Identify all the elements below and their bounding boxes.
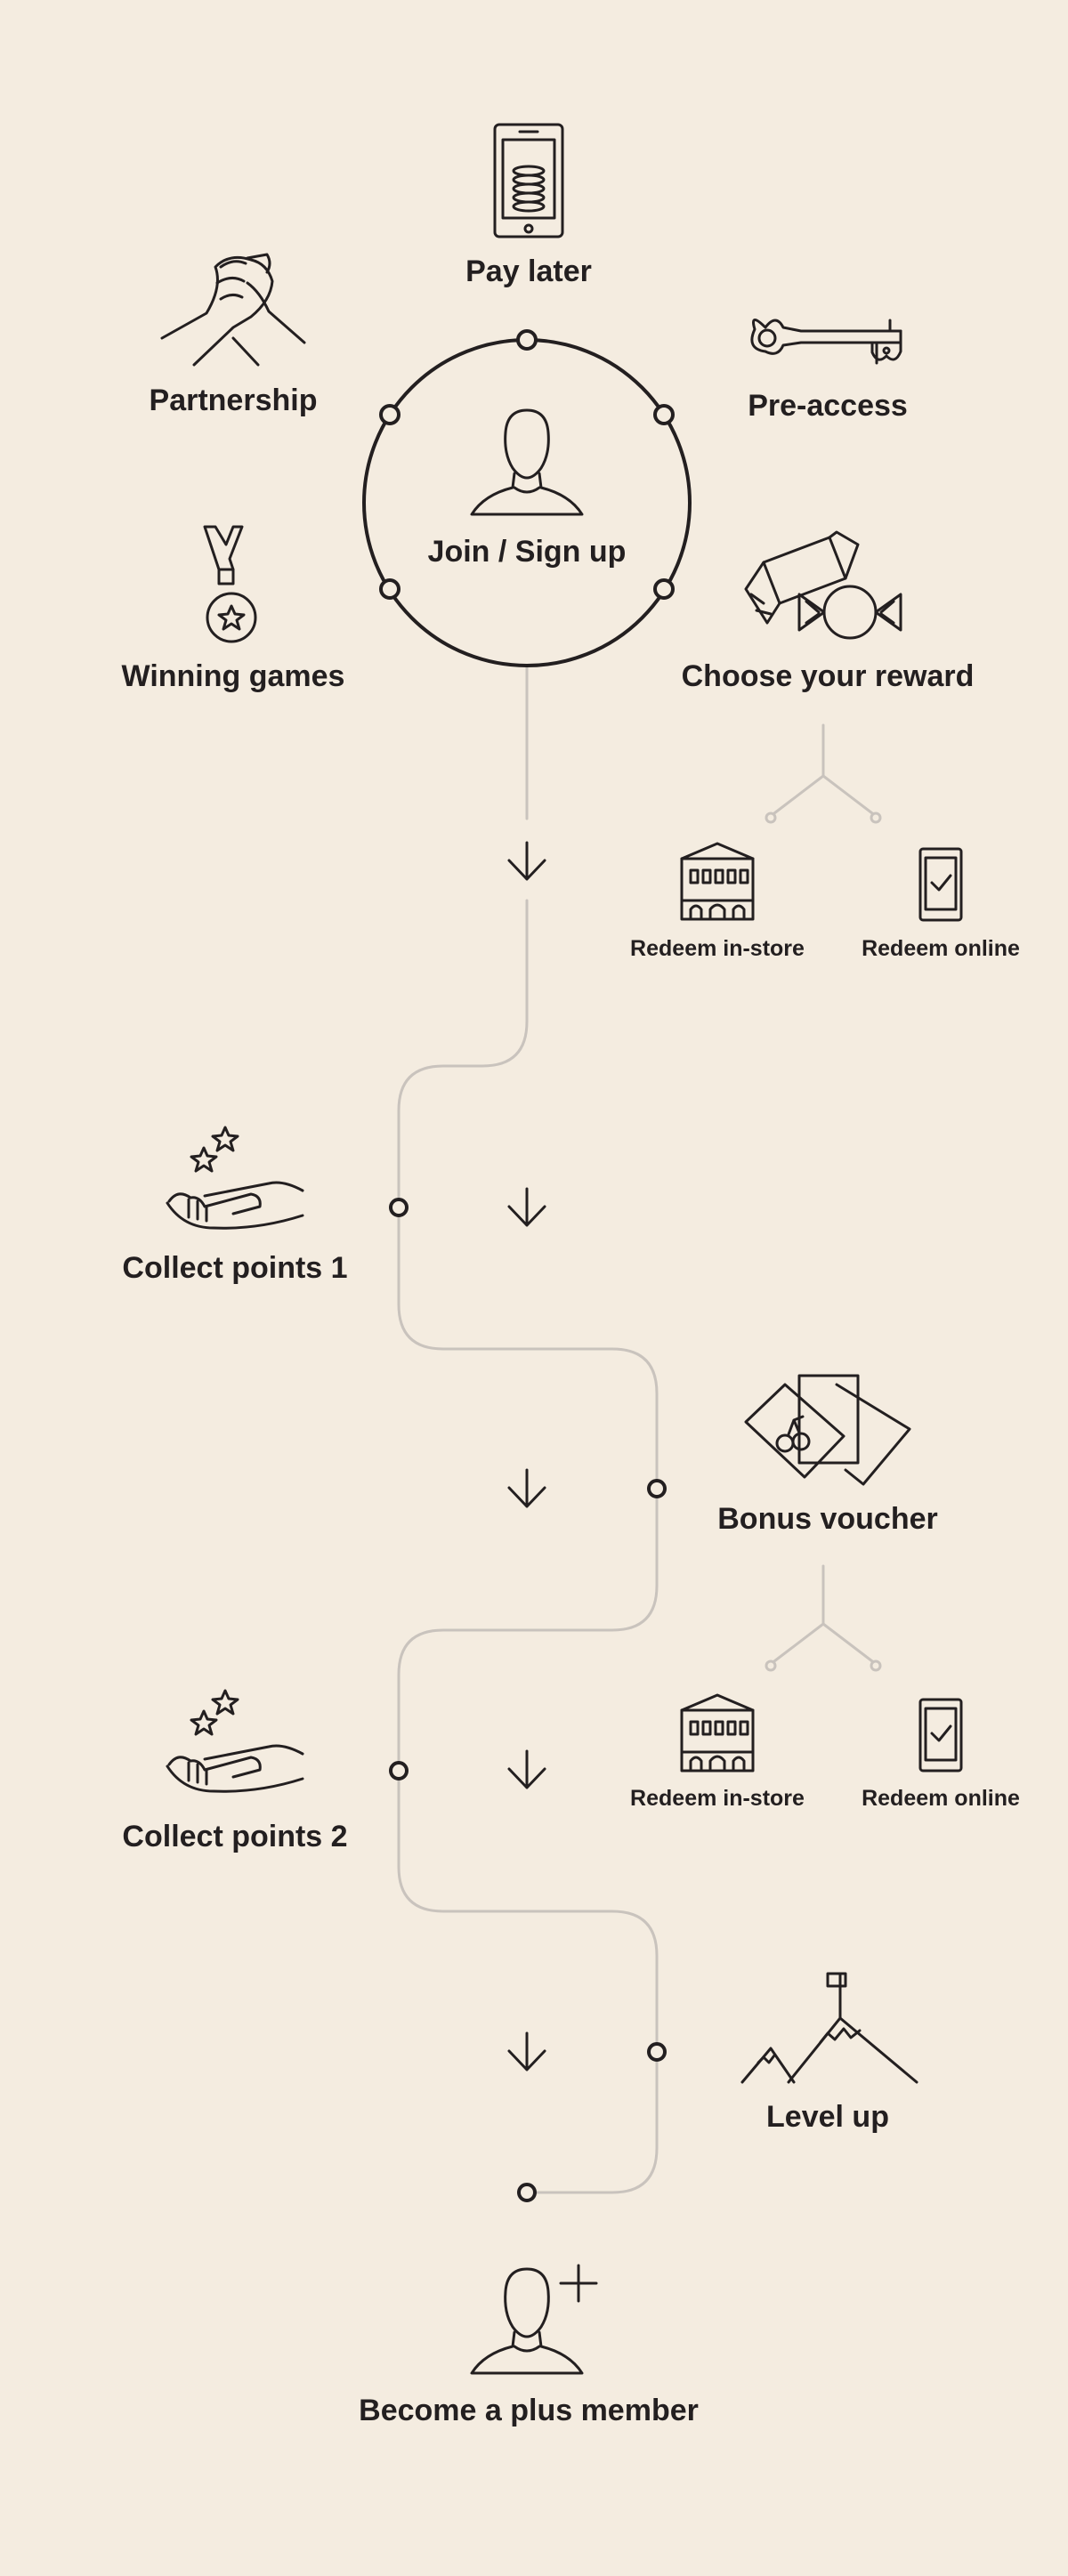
cards-icon [744, 1374, 911, 1486]
become-plus-member-label: Become a plus member [359, 2394, 699, 2427]
redeem-connector [765, 723, 882, 1672]
join-sign-up-label: Join / Sign up [427, 535, 627, 569]
redeem-in-store-label: Redeem in-store [630, 936, 805, 961]
pay-later-label: Pay later [465, 254, 592, 288]
handshake-icon [160, 253, 306, 367]
redeem-online-label: Redeem online [862, 936, 1020, 961]
winning-games-label: Winning games [121, 659, 345, 693]
medal-icon [203, 525, 257, 643]
phone-coins-icon [493, 123, 564, 238]
mobile-check-icon-2 [918, 1698, 963, 1773]
join-circle [362, 338, 692, 667]
circle-nodes [379, 329, 675, 600]
hand-stars-icon-2 [166, 1689, 304, 1793]
hand-stars-icon [166, 1126, 304, 1230]
journey-path [397, 664, 659, 2194]
redeem-online-label-2: Redeem online [862, 1786, 1020, 1811]
partnership-label: Partnership [149, 384, 318, 417]
person-icon [470, 408, 584, 516]
store-icon [680, 842, 755, 921]
collect-points-2-label: Collect points 2 [122, 1820, 348, 1853]
path-nodes [389, 1198, 667, 2202]
candy-icon [744, 530, 902, 640]
store-icon-2 [680, 1693, 755, 1773]
mobile-check-icon [918, 847, 963, 922]
bonus-voucher-label: Bonus voucher [717, 1502, 938, 1536]
key-icon [750, 319, 902, 365]
level-up-label: Level up [766, 2100, 889, 2134]
pre-access-label: Pre-access [748, 389, 908, 423]
arrow-down-icon [507, 841, 546, 2071]
redeem-in-store-label-2: Redeem in-store [630, 1786, 805, 1811]
mountain-flag-icon [740, 1972, 918, 2084]
collect-points-1-label: Collect points 1 [122, 1251, 348, 1285]
person-plus-icon [470, 2264, 598, 2375]
choose-reward-label: Choose your reward [681, 659, 975, 693]
